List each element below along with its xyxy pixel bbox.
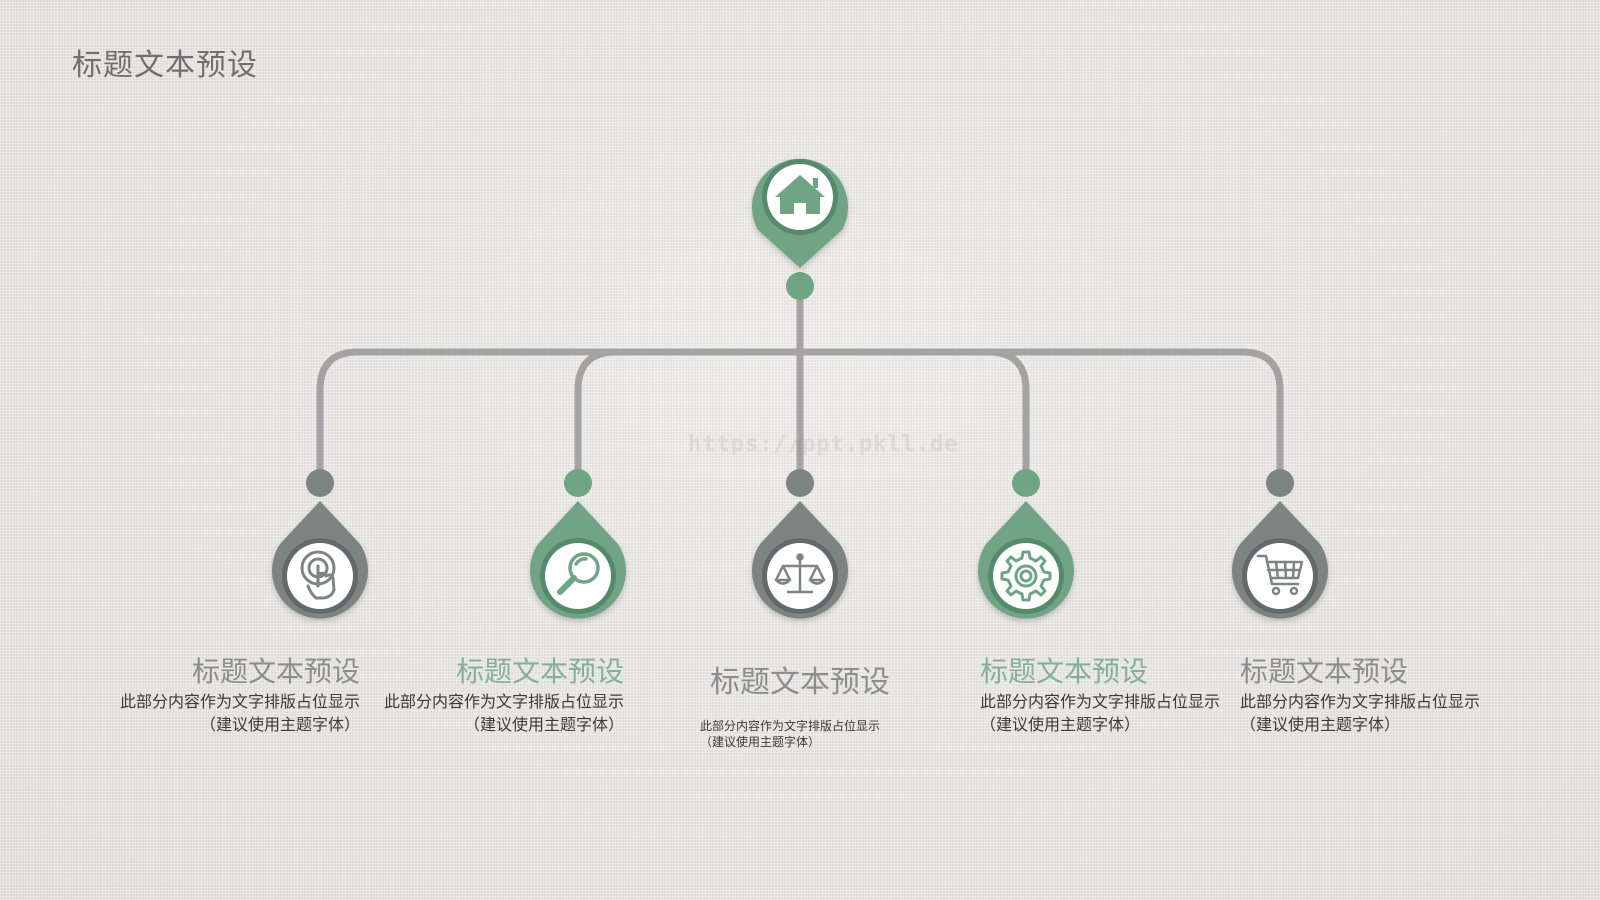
connector-lines bbox=[316, 286, 1284, 479]
node-5-dot bbox=[1266, 469, 1294, 497]
caption-4: 标题文本预设 此部分内容作为文字排版占位显示 （建议使用主题字体） bbox=[980, 654, 1230, 736]
node-4 bbox=[978, 469, 1074, 619]
scales-icon bbox=[774, 553, 826, 594]
root-connector-dot bbox=[786, 272, 814, 300]
caption-1-desc: 此部分内容作为文字排版占位显示 bbox=[119, 692, 360, 711]
caption-5-note: （建议使用主题字体） bbox=[1240, 715, 1401, 734]
caption-5-desc: 此部分内容作为文字排版占位显示 bbox=[1240, 692, 1481, 711]
caption-3-title: 标题文本预设 bbox=[710, 665, 890, 700]
tap-hand-icon bbox=[300, 550, 336, 600]
caption-2-desc: 此部分内容作为文字排版占位显示 bbox=[383, 692, 624, 711]
caption-2-note: （建议使用主题字体） bbox=[463, 715, 624, 734]
caption-3-desc: 此部分内容作为文字排版占位显示 bbox=[700, 719, 881, 733]
cart-icon bbox=[1256, 554, 1304, 596]
node-5 bbox=[1232, 469, 1329, 619]
node-1 bbox=[272, 469, 368, 619]
watermark: https://ppt.pkll.de bbox=[688, 432, 959, 457]
caption-5-title: 标题文本预设 bbox=[1240, 655, 1409, 688]
node-2 bbox=[530, 469, 626, 619]
node-4-dot bbox=[1012, 469, 1040, 497]
connector-branch-4 bbox=[984, 348, 1030, 479]
node-3 bbox=[752, 469, 849, 619]
caption-2-title: 标题文本预设 bbox=[455, 655, 624, 688]
caption-4-title: 标题文本预设 bbox=[980, 655, 1149, 688]
connector-branch-2 bbox=[574, 348, 620, 479]
caption-1: 标题文本预设 此部分内容作为文字排版占位显示 （建议使用主题字体） bbox=[110, 654, 360, 736]
caption-2: 标题文本预设 此部分内容作为文字排版占位显示 （建议使用主题字体） bbox=[374, 654, 624, 736]
node-3-dot bbox=[786, 469, 814, 497]
caption-3-note: （建议使用主题字体） bbox=[700, 735, 821, 749]
caption-4-desc: 此部分内容作为文字排版占位显示 bbox=[980, 692, 1221, 711]
caption-5: 标题文本预设 此部分内容作为文字排版占位显示 （建议使用主题字体） bbox=[1240, 654, 1490, 736]
root-node bbox=[752, 158, 849, 300]
slide-title: 标题文本预设 bbox=[72, 48, 258, 83]
caption-4-note: （建议使用主题字体） bbox=[980, 715, 1141, 734]
node-2-dot bbox=[564, 469, 592, 497]
caption-1-note: （建议使用主题字体） bbox=[199, 715, 360, 734]
magnifier-icon bbox=[557, 552, 600, 595]
caption-1-title: 标题文本预设 bbox=[191, 655, 360, 688]
home-icon bbox=[775, 175, 825, 214]
caption-3: 标题文本预设 此部分内容作为文字排版占位显示 （建议使用主题字体） bbox=[680, 664, 920, 750]
node-1-dot bbox=[306, 469, 334, 497]
gear-icon bbox=[1000, 550, 1052, 602]
connector-branch-1 bbox=[316, 348, 1284, 479]
